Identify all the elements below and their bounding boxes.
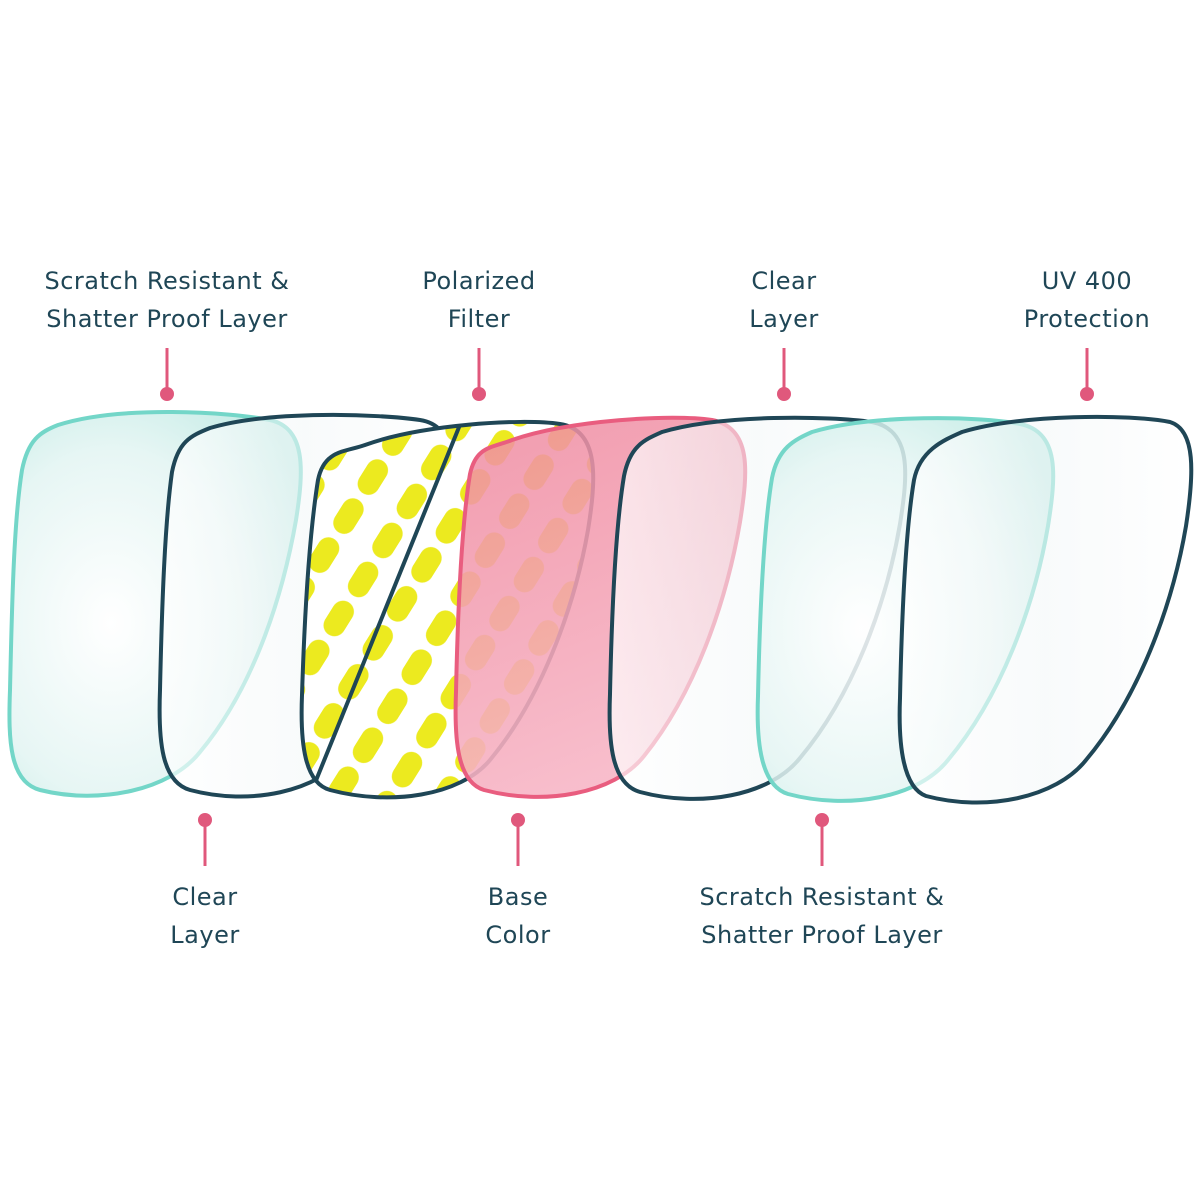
label-line: Clear	[751, 267, 817, 295]
callout-scratch-top	[160, 348, 174, 401]
label-line: Shatter Proof Layer	[46, 305, 288, 333]
label-line: Protection	[1023, 305, 1151, 333]
callout-scratch-bottom	[815, 813, 829, 866]
label-clear-layer-bottom: Clear Layer	[105, 878, 305, 954]
uv-protection-lens	[897, 414, 1194, 805]
label-line: Base	[487, 883, 549, 911]
label-base-color: Base Color	[418, 878, 618, 954]
label-uv-protection: UV 400 Protection	[987, 262, 1187, 338]
label-line: Layer	[170, 921, 240, 949]
label-line: Filter	[447, 305, 511, 333]
callout-base-color	[511, 813, 525, 866]
label-line: Color	[485, 921, 551, 949]
callout-clear-bottom	[198, 813, 212, 866]
label-line: Polarized	[422, 267, 536, 295]
label-scratch-resistant-top: Scratch Resistant & Shatter Proof Layer	[17, 262, 317, 338]
label-scratch-resistant-bottom: Scratch Resistant & Shatter Proof Layer	[672, 878, 972, 954]
label-line: Clear	[172, 883, 238, 911]
label-clear-layer-top: Clear Layer	[684, 262, 884, 338]
label-line: UV 400	[1041, 267, 1133, 295]
label-polarized-filter: Polarized Filter	[379, 262, 579, 338]
label-line: Scratch Resistant &	[44, 267, 290, 295]
label-line: Scratch Resistant &	[699, 883, 945, 911]
label-line: Layer	[749, 305, 819, 333]
callout-clear-top	[777, 348, 791, 401]
callout-polarized	[472, 348, 486, 401]
callout-uv	[1080, 348, 1094, 401]
label-line: Shatter Proof Layer	[701, 921, 943, 949]
